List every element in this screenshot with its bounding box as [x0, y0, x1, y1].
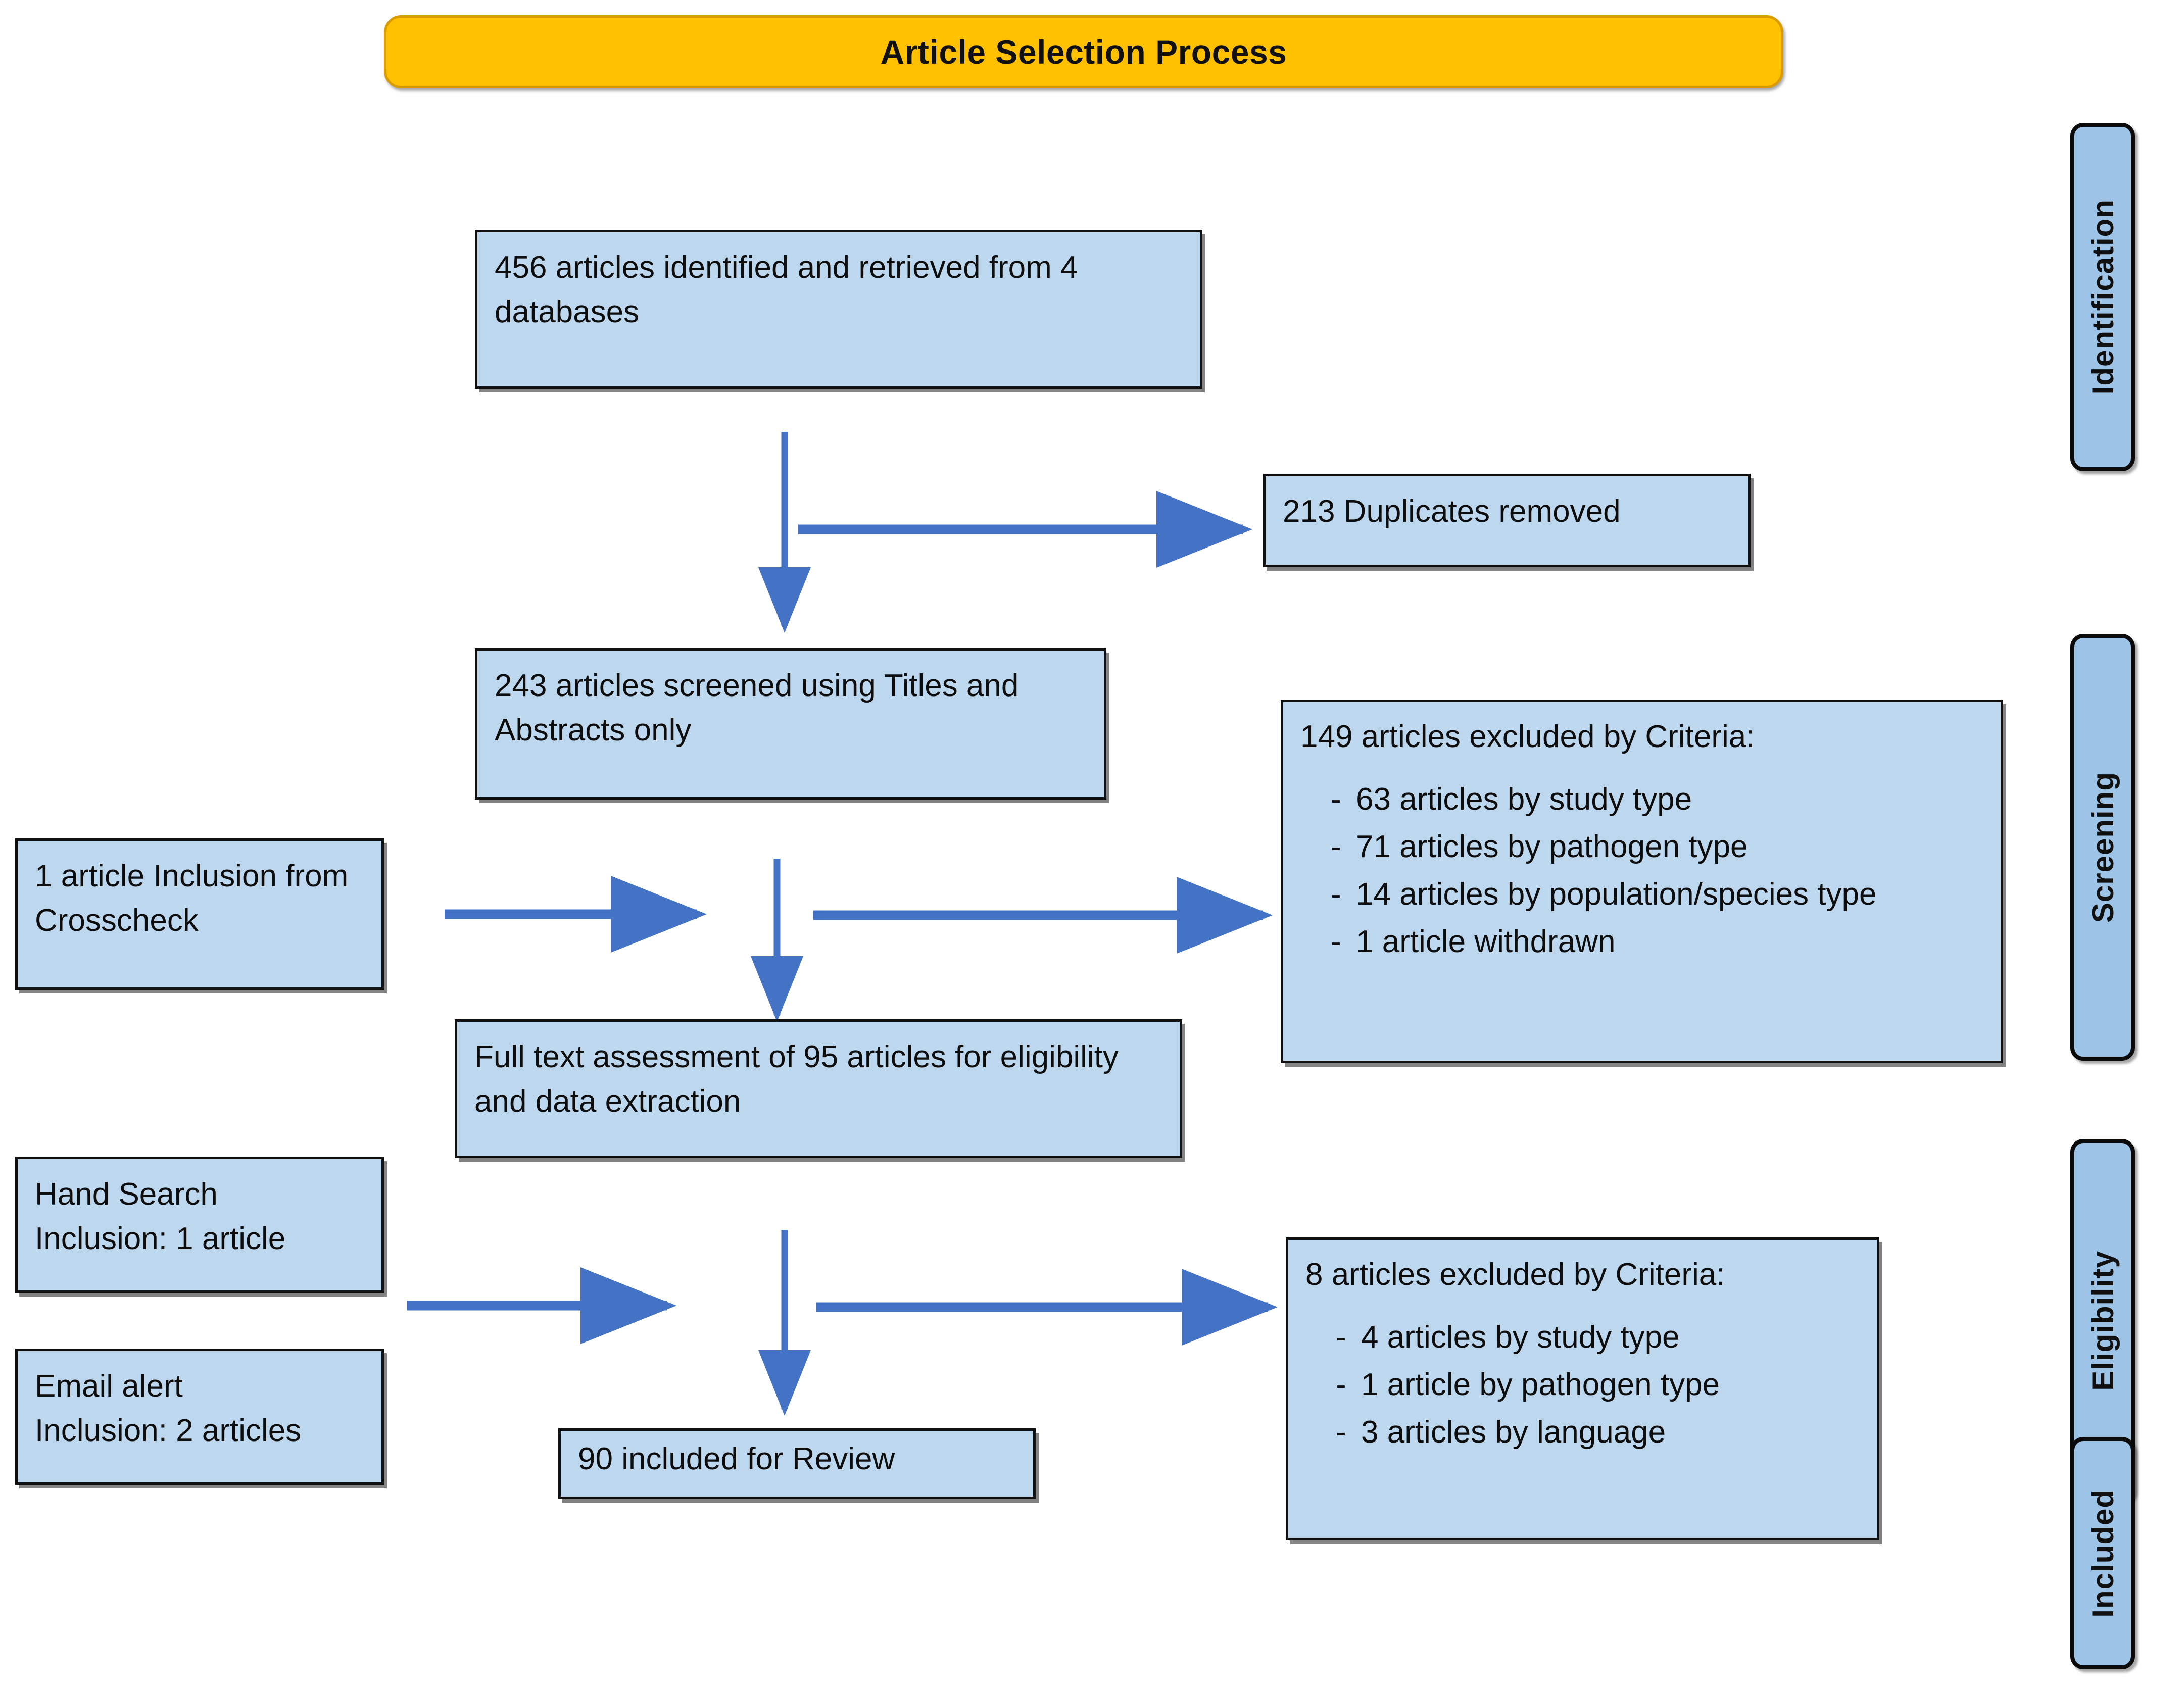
- list-item: - 3 articles by language: [1305, 1410, 1860, 1455]
- box-excluded-eligibility-heading: 8 articles excluded by Criteria:: [1305, 1257, 1725, 1292]
- excluded-eligibility-list: - 4 articles by study type - 1 article b…: [1305, 1315, 1860, 1455]
- list-item-text: 4 articles by study type: [1361, 1319, 1680, 1355]
- box-articles-screened: 243 articles screened using Titles and A…: [475, 648, 1106, 800]
- box-included-for-review-text: 90 included for Review: [578, 1442, 895, 1476]
- list-bullet: -: [1331, 781, 1341, 817]
- box-crosscheck-inclusion-text: 1 article Inclusion from Crosscheck: [35, 859, 349, 938]
- list-item-text: 1 article by pathogen type: [1361, 1367, 1720, 1402]
- list-item: - 14 articles by population/species type: [1300, 872, 1983, 917]
- list-bullet: -: [1336, 1367, 1346, 1402]
- box-articles-identified-text: 456 articles identified and retrieved fr…: [495, 250, 1078, 330]
- box-duplicates-removed: 213 Duplicates removed: [1263, 474, 1751, 567]
- box-excluded-screening-heading: 149 articles excluded by Criteria:: [1300, 719, 1755, 754]
- stage-bar-identification: Identification: [2070, 123, 2135, 471]
- box-excluded-screening: 149 articles excluded by Criteria: - 63 …: [1281, 700, 2003, 1063]
- box-email-alert-inclusion-text: Email alert Inclusion: 2 articles: [35, 1369, 302, 1449]
- stage-bar-identification-label: Identification: [2085, 199, 2120, 395]
- list-item-text: 3 articles by language: [1361, 1414, 1666, 1450]
- list-bullet: -: [1331, 876, 1341, 912]
- list-item: - 1 article withdrawn: [1300, 920, 1983, 964]
- diagram-title-banner: Article Selection Process: [384, 15, 1783, 88]
- box-excluded-eligibility: 8 articles excluded by Criteria: - 4 art…: [1286, 1237, 1879, 1540]
- list-bullet: -: [1331, 924, 1341, 959]
- list-item: - 4 articles by study type: [1305, 1315, 1860, 1360]
- excluded-screening-list: - 63 articles by study type - 71 article…: [1300, 777, 1983, 964]
- list-item: - 1 article by pathogen type: [1305, 1363, 1860, 1407]
- stage-bar-eligibility-label: Eligibility: [2085, 1251, 2120, 1391]
- box-fulltext-assessment-text: Full text assessment of 95 articles for …: [474, 1039, 1119, 1119]
- box-hand-search-inclusion-text: Hand Search Inclusion: 1 article: [35, 1177, 286, 1257]
- box-hand-search-inclusion: Hand Search Inclusion: 1 article: [15, 1157, 384, 1293]
- stage-bar-screening-label: Screening: [2085, 771, 2120, 923]
- list-item-text: 14 articles by population/species type: [1356, 876, 1877, 912]
- box-duplicates-removed-text: 213 Duplicates removed: [1283, 494, 1621, 529]
- box-crosscheck-inclusion: 1 article Inclusion from Crosscheck: [15, 838, 384, 990]
- box-fulltext-assessment: Full text assessment of 95 articles for …: [455, 1019, 1182, 1158]
- stage-bar-included-label: Included: [2085, 1488, 2120, 1618]
- stage-bar-screening: Screening: [2070, 634, 2135, 1061]
- stage-bar-included: Included: [2070, 1437, 2135, 1669]
- box-included-for-review: 90 included for Review: [558, 1428, 1036, 1499]
- box-articles-identified: 456 articles identified and retrieved fr…: [475, 230, 1202, 389]
- list-item-text: 1 article withdrawn: [1356, 924, 1616, 959]
- list-bullet: -: [1336, 1414, 1346, 1450]
- list-item: - 63 articles by study type: [1300, 777, 1983, 822]
- list-item-text: 63 articles by study type: [1356, 781, 1692, 817]
- list-item-text: 71 articles by pathogen type: [1356, 829, 1748, 864]
- page-title: Article Selection Process: [880, 33, 1287, 71]
- list-item: - 71 articles by pathogen type: [1300, 825, 1983, 869]
- list-bullet: -: [1331, 829, 1341, 864]
- box-articles-screened-text: 243 articles screened using Titles and A…: [495, 668, 1019, 748]
- box-email-alert-inclusion: Email alert Inclusion: 2 articles: [15, 1349, 384, 1485]
- list-bullet: -: [1336, 1319, 1346, 1355]
